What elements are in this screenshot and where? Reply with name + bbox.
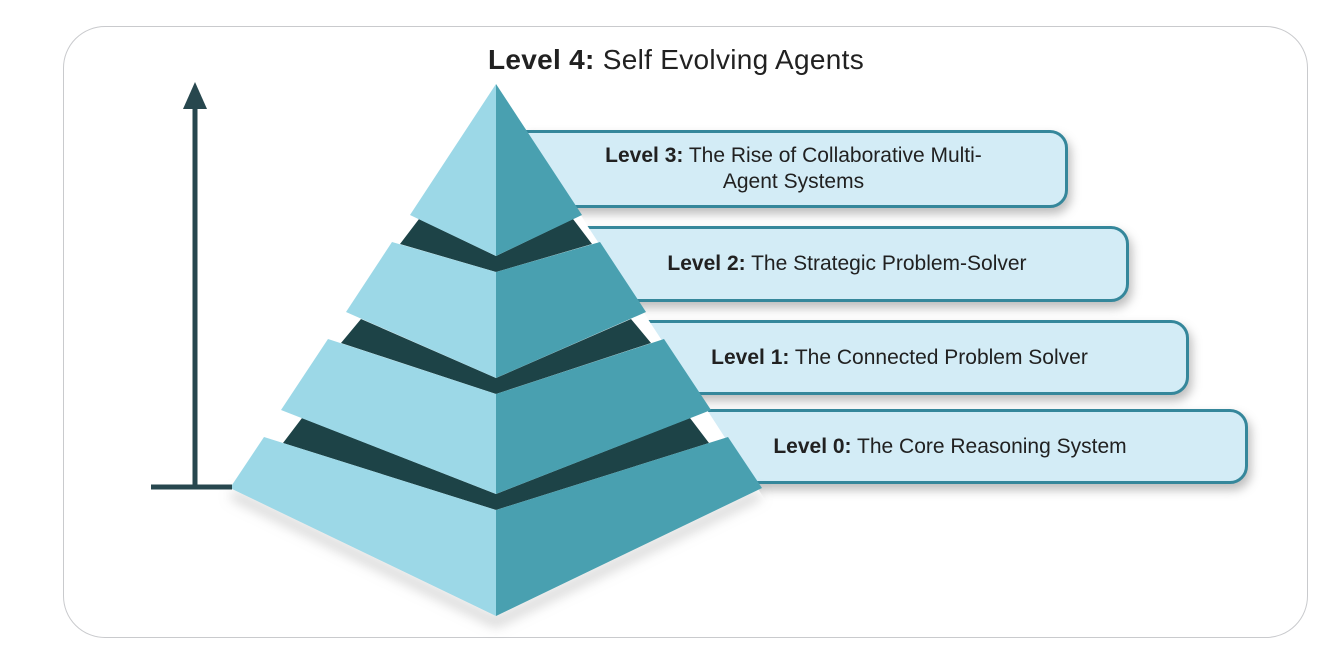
page-title: Level 4: Self Evolving Agents: [396, 42, 956, 78]
banner-level-3-text: Level 3: The Rise of Collaborative Multi…: [594, 143, 994, 195]
level-0-title: The Core Reasoning System: [857, 434, 1127, 458]
level-1-title: The Connected Problem Solver: [794, 345, 1088, 369]
banner-level-0: Level 0: The Core Reasoning System: [700, 409, 1248, 484]
level-2-label: Level 2:: [667, 252, 746, 275]
title-level-label: Level 4:: [487, 44, 595, 75]
level-2-title: The Strategic Problem-Solver: [751, 252, 1027, 275]
banner-level-0-text: Level 0: The Core Reasoning System: [773, 434, 1126, 460]
banner-level-1-text: Level 1: The Connected Problem Solver: [711, 345, 1088, 371]
level-1-label: Level 1:: [711, 345, 790, 369]
banner-level-3: Level 3: The Rise of Collaborative Multi…: [519, 130, 1068, 208]
level-3-title: The Rise of Collaborative Multi-Agent Sy…: [688, 144, 982, 193]
level-0-label: Level 0:: [773, 434, 852, 458]
banner-level-2: Level 2: The Strategic Problem-Solver: [581, 226, 1129, 302]
title-text: Self Evolving Agents: [602, 44, 865, 75]
banner-level-1: Level 1: The Connected Problem Solver: [642, 320, 1189, 395]
card-frame: [63, 26, 1308, 638]
banner-level-2-text: Level 2: The Strategic Problem-Solver: [667, 251, 1026, 277]
level-3-label: Level 3:: [605, 144, 684, 167]
